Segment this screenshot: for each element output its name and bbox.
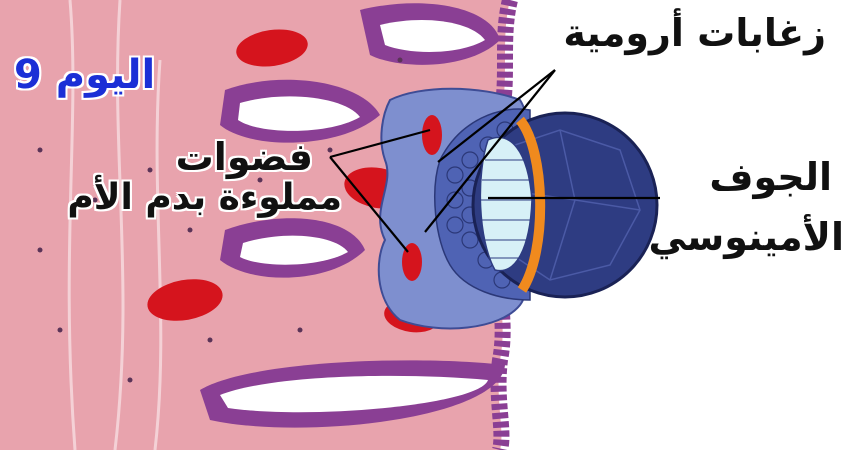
amniotic-cavity-label-line2: الأمينوسي [648,218,844,256]
amniotic-cavity-label-line1: الجوف [709,158,832,196]
villi-label: زغابات أرومية [563,14,826,52]
day-label: اليوم 9 [14,52,155,98]
lacunae-label-line1: فضوات [176,138,313,176]
lacunae-label-line2: مملوءة بدم الأم [67,180,342,216]
